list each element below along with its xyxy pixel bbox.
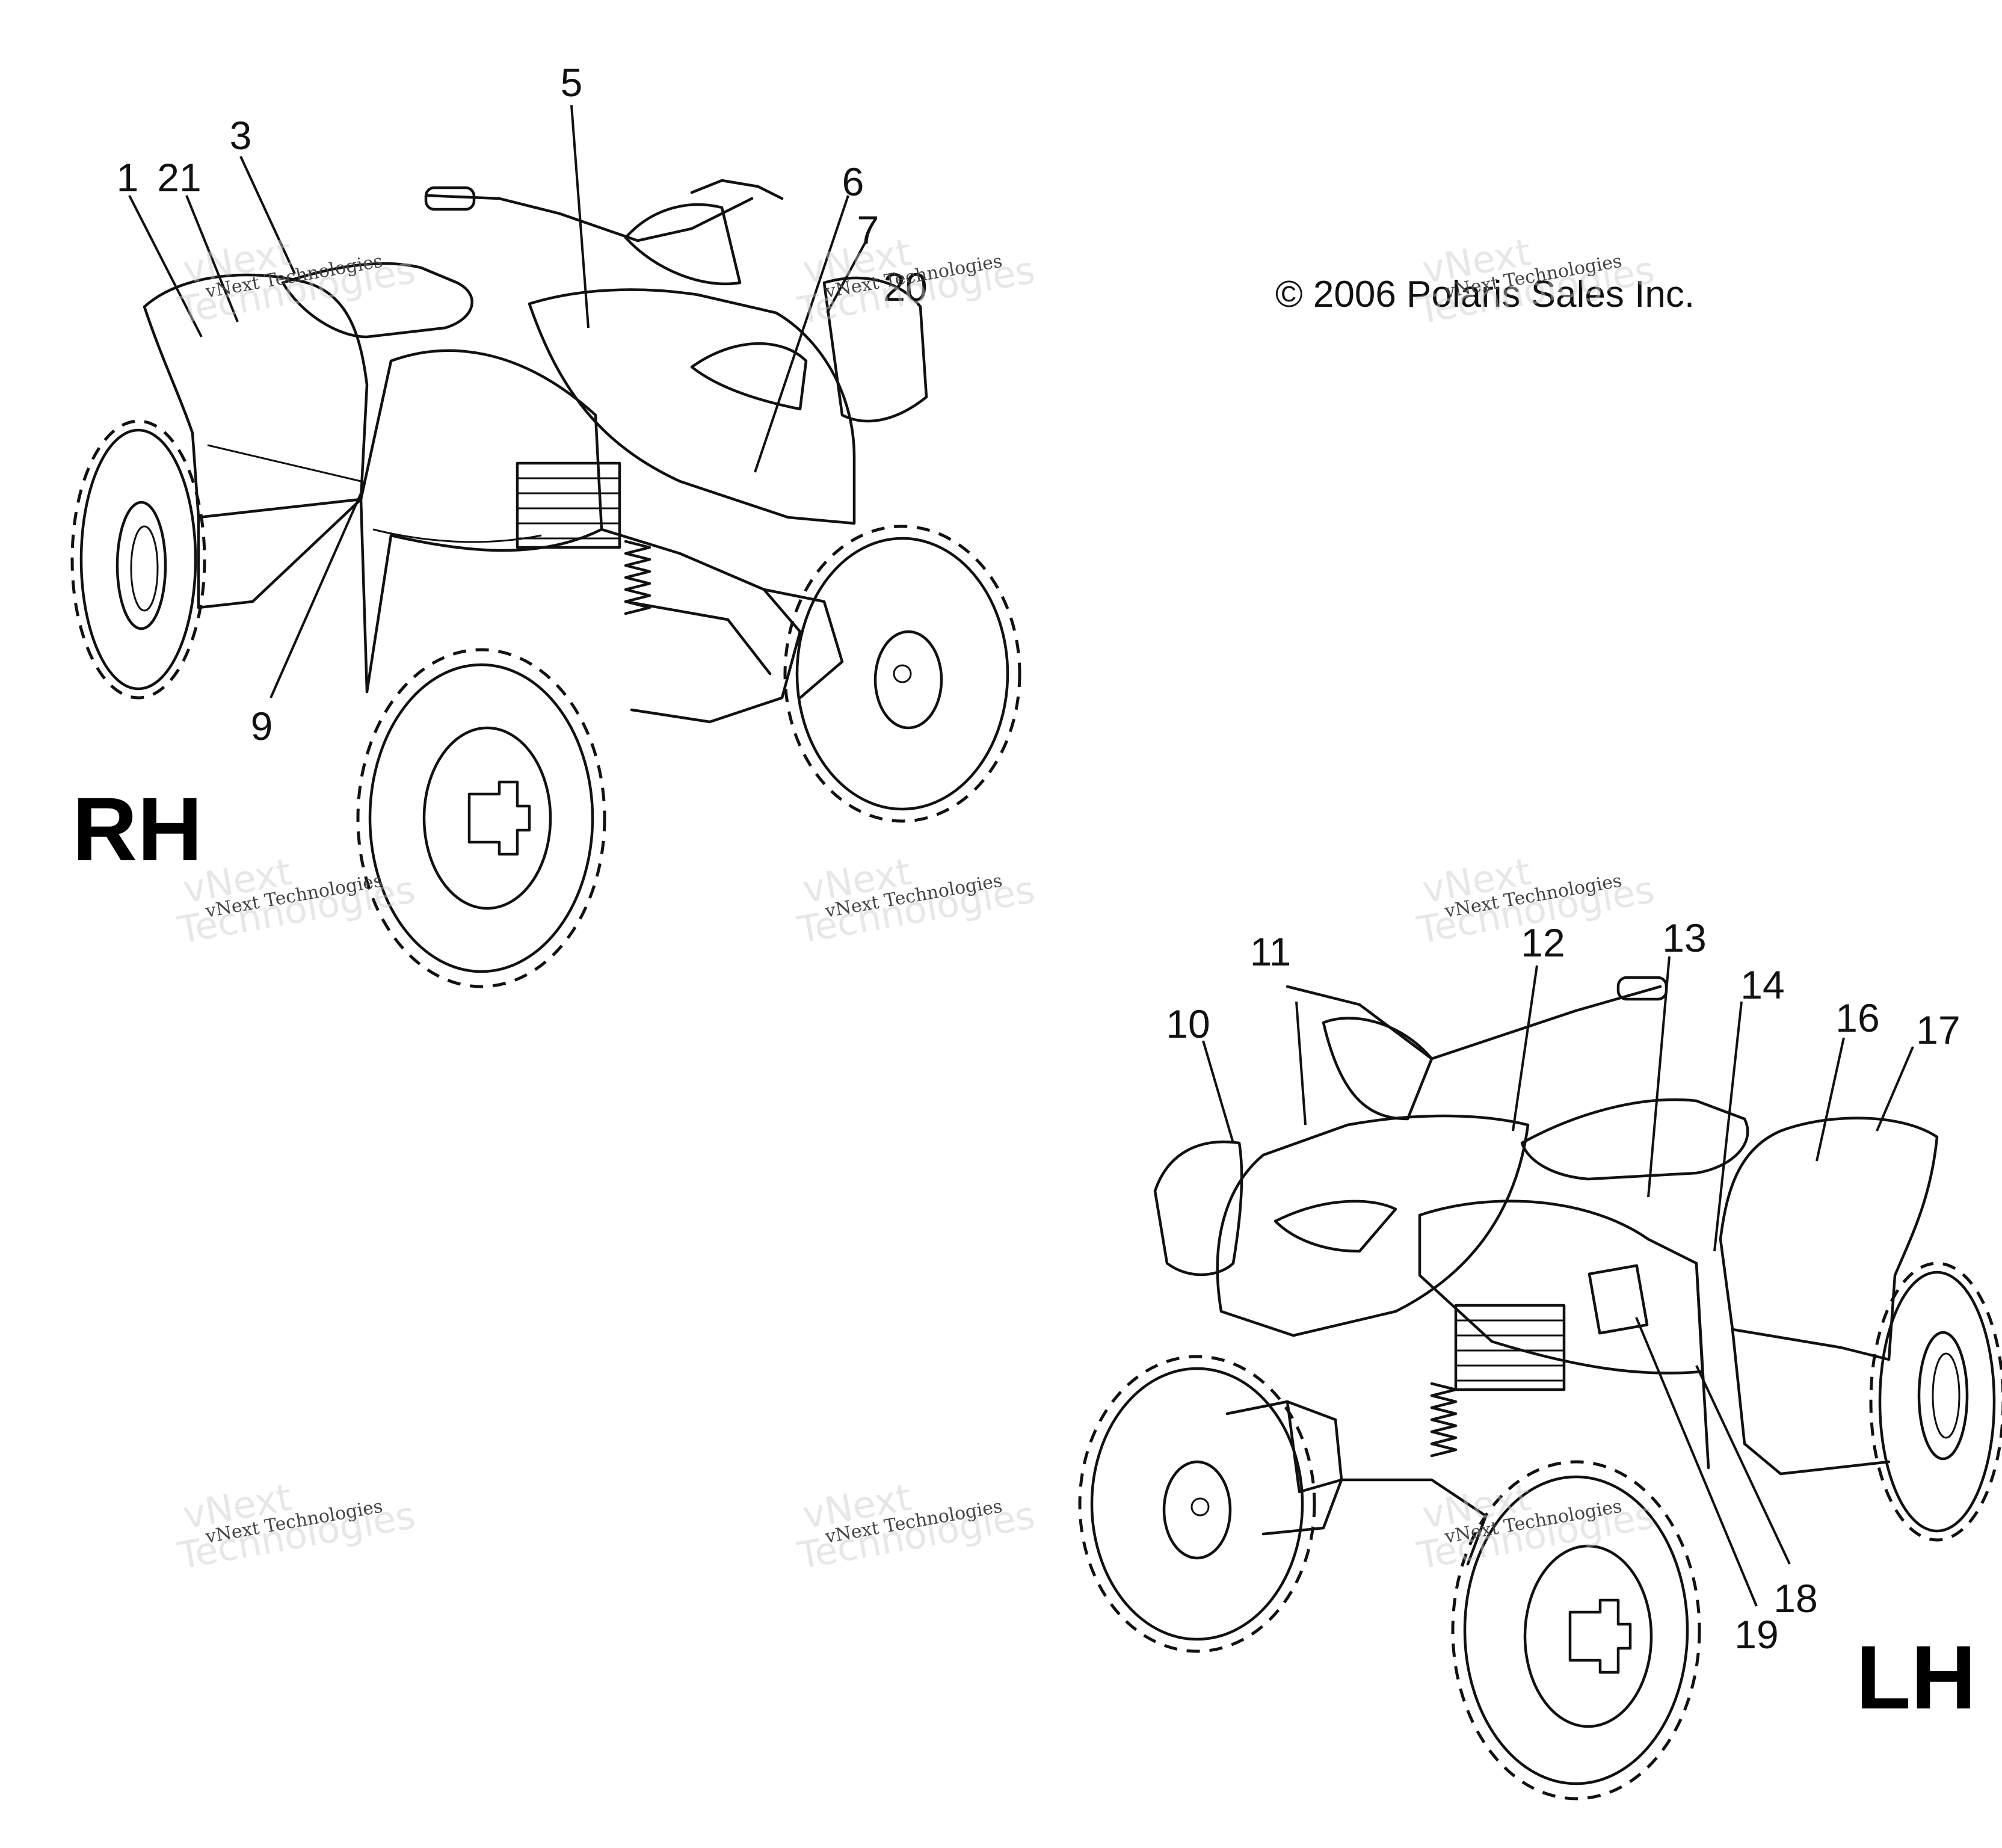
copyright-notice: © 2006 Polaris Sales Inc. <box>1275 274 1695 315</box>
lh-front-near-wheel <box>1451 1460 1701 1800</box>
callout-6: 6 <box>842 159 864 204</box>
watermark: vNext Technologies vNext Technologies <box>174 230 419 333</box>
callout-19: 19 <box>1734 1612 1778 1657</box>
lh-engine <box>1454 1304 1566 1391</box>
lh-handlebar <box>1286 976 1668 1121</box>
leader-lines <box>128 105 1914 1607</box>
watermark: vNext Technologies vNext Technologies <box>794 1475 1038 1578</box>
callout-11: 11 <box>1250 929 1292 974</box>
callout-9: 9 <box>251 704 273 748</box>
callout-1: 1 <box>117 155 139 200</box>
watermark: vNext Technologies vNext Technologies <box>794 849 1038 952</box>
rh-callouts: 1 21 3 5 6 7 20 9 <box>117 60 928 748</box>
watermark: vNext Technologies vNext Technologies <box>174 849 419 952</box>
watermark: vNext Technologies vNext Technologies <box>794 230 1038 333</box>
callout-17: 17 <box>1916 1008 1960 1052</box>
rh-front-far-wheel <box>783 525 1021 823</box>
callout-5: 5 <box>561 60 583 105</box>
callout-12: 12 <box>1521 920 1565 965</box>
view-label-rh: RH <box>72 778 203 879</box>
watermark: vNext Technologies vNext Technologies <box>174 1475 419 1578</box>
callout-14: 14 <box>1740 962 1784 1007</box>
callout-20: 20 <box>883 265 927 309</box>
callout-10: 10 <box>1166 1002 1210 1046</box>
rh-engine <box>516 461 621 549</box>
callout-13: 13 <box>1662 916 1706 960</box>
callout-16: 16 <box>1835 996 1879 1040</box>
atv-lh-drawing <box>1078 976 2002 1800</box>
callout-7: 7 <box>857 208 879 252</box>
rh-rear-wheel <box>70 419 206 700</box>
view-label-lh: LH <box>1856 1627 1976 1728</box>
rh-handlebar <box>424 179 784 286</box>
lh-front-far-wheel <box>1078 1355 1316 1653</box>
callout-3: 3 <box>230 113 252 158</box>
watermarks: vNext Technologies vNext Technologies vN… <box>174 230 1658 1578</box>
lh-rear-wheel <box>1869 1261 2002 1542</box>
callout-21: 21 <box>157 155 201 200</box>
rh-front-near-wheel <box>356 648 606 988</box>
lh-callouts: 10 11 12 13 14 16 17 18 19 <box>1166 916 1960 1657</box>
callout-18: 18 <box>1773 1576 1817 1621</box>
